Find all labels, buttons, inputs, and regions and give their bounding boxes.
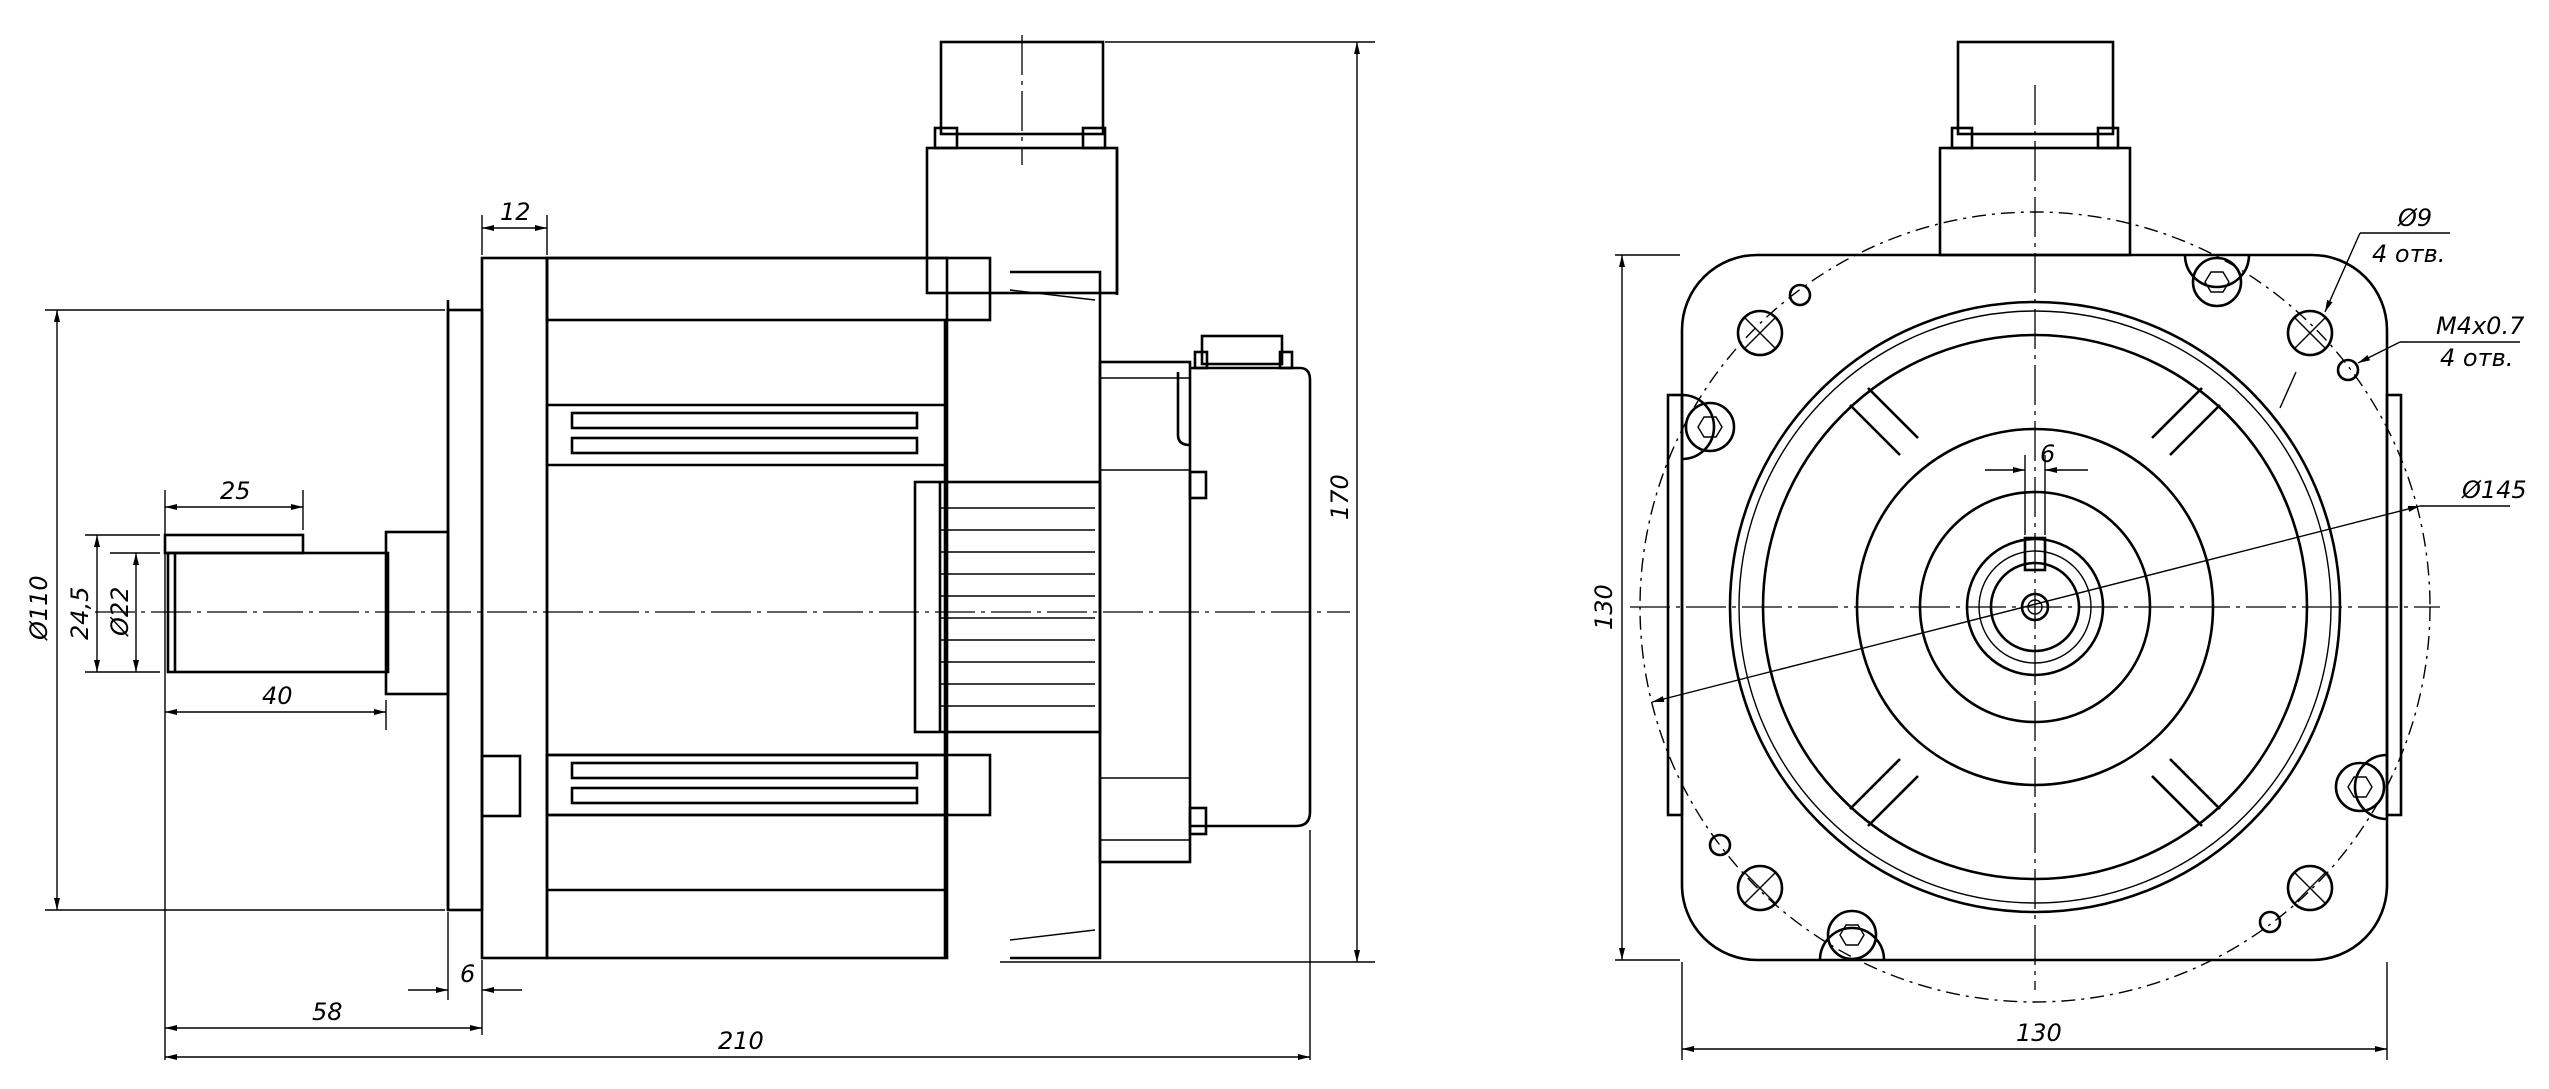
dim-label: Ø22: [106, 587, 134, 637]
dim-label: 24,5: [66, 587, 94, 640]
encoder-housing: [1098, 334, 1312, 864]
dim-key-height: 24,5: [66, 535, 100, 672]
hex-bolt-left: [1681, 393, 1736, 461]
side-rib-right: [2385, 393, 2403, 817]
dim-label: 12: [500, 198, 531, 226]
dim-label: 130: [2016, 1019, 2062, 1047]
dim-shaft-diameter: Ø22: [106, 553, 139, 672]
dim-key-width: 6: [1985, 440, 2088, 473]
threaded-hole: [1788, 283, 1812, 307]
hex-bolt-top: [2183, 254, 2251, 308]
dim-body-width: 130: [1682, 1019, 2387, 1052]
threaded-hole: [2258, 910, 2282, 934]
dim-label: Ø9: [2397, 204, 2432, 232]
dim-label: 25: [220, 477, 251, 505]
dim-flange-diameter: Ø110: [25, 310, 60, 910]
dim-shaft-length: 40: [165, 682, 386, 715]
bolt-circle: [1639, 211, 2431, 1003]
front-view: 6 Ø145 Ø9 4 отв. M4x0.7 4 отв. 130 130: [1590, 40, 2527, 1060]
front-extension-lines: [1615, 254, 2388, 1060]
front-connector: [1938, 40, 2132, 257]
spokes: [1849, 387, 2221, 827]
dim-label-count: 4 отв.: [2372, 240, 2445, 268]
dim-label: Ø145: [2461, 476, 2527, 504]
side-extension-lines: [45, 41, 1375, 1060]
hex-bolt-bottom: [1818, 909, 1886, 961]
shaft: [163, 300, 450, 910]
dim-shaft-offset: 58: [165, 998, 482, 1031]
dim-label: 170: [1326, 474, 1354, 520]
dim-key-length: 25: [165, 477, 303, 510]
hex-bolt-right: [2334, 753, 2388, 821]
dim-label: M4x0.7: [2436, 312, 2525, 340]
dim-label: Ø110: [25, 575, 53, 641]
dim-overall-length: 210: [165, 1027, 1310, 1060]
dim-thread: M4x0.7 4 отв.: [2357, 312, 2525, 372]
dim-label: 210: [718, 1027, 764, 1055]
dim-bolt-circle: Ø145: [1651, 476, 2527, 703]
dim-flange-thickness: 12: [482, 198, 547, 231]
dim-label: 40: [262, 682, 293, 710]
side-rib-left: [1666, 393, 1684, 817]
dim-hole-diameter: Ø9 4 отв.: [2279, 204, 2450, 409]
side-view: 12 25 40 Ø110 24,5 Ø22 6 58: [25, 35, 1375, 1060]
threaded-hole: [1708, 833, 1732, 857]
mounting-hole-br: [2286, 864, 2334, 912]
motor-body: [545, 256, 992, 960]
dim-pilot-thickness: 6: [408, 960, 522, 993]
dim-label: 130: [1590, 584, 1618, 630]
dim-overall-height: 170: [1326, 42, 1360, 962]
mounting-hole-tl: [1736, 309, 1784, 357]
threaded-hole: [2336, 358, 2360, 382]
dim-label: 6: [460, 960, 475, 988]
dim-label-count: 4 отв.: [2440, 344, 2513, 372]
power-connector: [925, 35, 1119, 295]
cooling-fins: [913, 270, 1102, 960]
mounting-hole-bl: [1736, 864, 1784, 912]
dim-body-height: 130: [1590, 255, 1625, 960]
dim-label: 58: [312, 998, 343, 1026]
dim-label: 6: [2040, 440, 2055, 468]
mounting-hole-tr: [2286, 309, 2334, 357]
mounting-flange: [446, 256, 549, 960]
